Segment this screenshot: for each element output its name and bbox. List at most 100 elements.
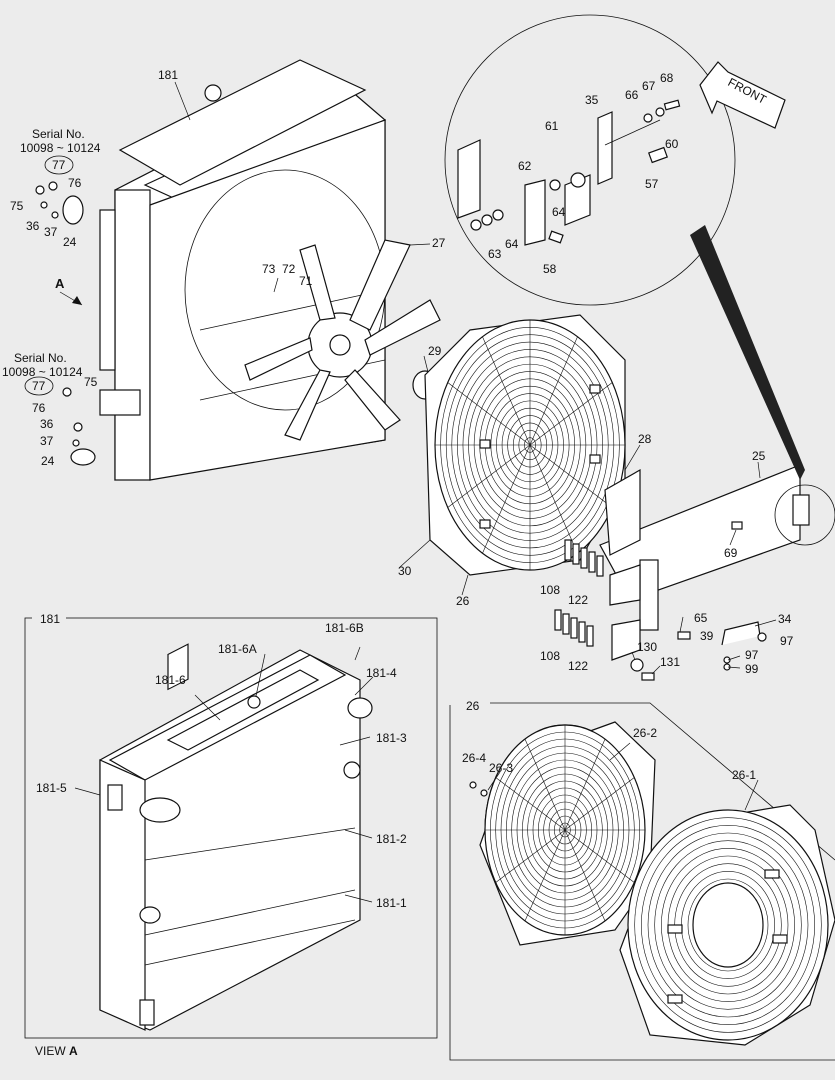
label-75-a: 75 bbox=[10, 199, 24, 213]
label-24-b: 24 bbox=[41, 454, 55, 468]
label-76-b: 76 bbox=[32, 401, 46, 415]
label-181: 181 bbox=[158, 68, 178, 82]
leader-lines bbox=[74, 81, 777, 903]
label-64-a: 64 bbox=[552, 205, 566, 219]
detail-circle bbox=[444, 14, 805, 480]
label-108-a: 108 bbox=[540, 583, 560, 597]
label-181-6: 181-6 bbox=[155, 673, 186, 687]
label-181-6B: 181-6B bbox=[325, 621, 364, 635]
label-62: 62 bbox=[518, 159, 532, 173]
label-181-1: 181-1 bbox=[376, 896, 407, 910]
view-a-frame-label: 181 bbox=[40, 612, 60, 626]
fan-assembly bbox=[244, 239, 441, 441]
label-37-b: 37 bbox=[40, 434, 54, 448]
label-75-b: 75 bbox=[84, 375, 98, 389]
label-122-a: 122 bbox=[568, 593, 588, 607]
grille-spoke bbox=[482, 444, 531, 554]
view-a-frame bbox=[24, 612, 438, 1039]
label-63: 63 bbox=[488, 247, 502, 261]
grille-spoke bbox=[564, 829, 635, 883]
label-65: 65 bbox=[694, 611, 708, 625]
label-72: 72 bbox=[282, 262, 296, 276]
label-36-a: 36 bbox=[26, 219, 40, 233]
label-26-3: 26-3 bbox=[489, 761, 513, 775]
label-181-5: 181-5 bbox=[36, 781, 67, 795]
label-181-2: 181-2 bbox=[376, 832, 407, 846]
label-97-a: 97 bbox=[780, 634, 794, 648]
grille-ring bbox=[634, 817, 822, 1033]
detail-26-frame-label: 26 bbox=[466, 699, 480, 713]
grille-spoke bbox=[495, 777, 566, 831]
label-108-b: 108 bbox=[540, 649, 560, 663]
label-30: 30 bbox=[398, 564, 412, 578]
label-67: 67 bbox=[642, 79, 656, 93]
front-arrow: FRONT bbox=[699, 61, 786, 129]
label-26-4: 26-4 bbox=[462, 751, 486, 765]
fasteners-left bbox=[35, 181, 141, 466]
label-71: 71 bbox=[299, 274, 313, 288]
label-61: 61 bbox=[545, 119, 559, 133]
grille-ring bbox=[687, 878, 769, 972]
label-181-4: 181-4 bbox=[366, 666, 397, 680]
grille-spoke bbox=[495, 829, 566, 883]
label-97-b: 97 bbox=[745, 648, 759, 662]
label-36-b: 36 bbox=[40, 417, 54, 431]
label-99: 99 bbox=[745, 662, 759, 676]
label-77-a: 77 bbox=[52, 158, 66, 172]
label-60: 60 bbox=[665, 137, 679, 151]
label-73: 73 bbox=[262, 262, 276, 276]
label-68: 68 bbox=[660, 71, 674, 85]
serial-range-2: 10098 ~ 10124 bbox=[2, 365, 83, 379]
fan-guard-26 bbox=[424, 314, 626, 576]
grille-spoke bbox=[564, 777, 635, 831]
arrow-a-label: A bbox=[55, 276, 65, 291]
label-77-b: 77 bbox=[32, 379, 46, 393]
hardware-bottom-right bbox=[630, 521, 767, 681]
clips-108-122 bbox=[554, 539, 604, 647]
label-69: 69 bbox=[724, 546, 738, 560]
label-34: 34 bbox=[778, 612, 792, 626]
grille-ring bbox=[654, 840, 802, 1010]
grille-spoke bbox=[482, 336, 531, 446]
label-181-6A: 181-6A bbox=[218, 642, 257, 656]
grille-spoke bbox=[564, 738, 606, 831]
label-76-a: 76 bbox=[68, 176, 82, 190]
label-37-a: 37 bbox=[44, 225, 58, 239]
label-26: 26 bbox=[456, 594, 470, 608]
label-28: 28 bbox=[638, 432, 652, 446]
label-122-b: 122 bbox=[568, 659, 588, 673]
label-26-2: 26-2 bbox=[633, 726, 657, 740]
label-66: 66 bbox=[625, 88, 639, 102]
label-24-a: 24 bbox=[63, 235, 77, 249]
grille-spoke bbox=[529, 444, 578, 554]
serial-label-2: Serial No. bbox=[14, 351, 67, 365]
label-64-b: 64 bbox=[505, 237, 519, 251]
detail-26-frame bbox=[449, 702, 835, 1061]
radiator-assembly bbox=[99, 59, 387, 481]
grille-spoke bbox=[447, 444, 531, 508]
serial-label-1: Serial No. bbox=[32, 127, 85, 141]
grille-spoke bbox=[447, 382, 531, 446]
label-29: 29 bbox=[428, 344, 442, 358]
label-181-3: 181-3 bbox=[376, 731, 407, 745]
grille-ring bbox=[647, 832, 809, 1018]
label-27: 27 bbox=[432, 236, 446, 250]
hinge-detail bbox=[774, 484, 835, 546]
label-130: 130 bbox=[637, 640, 657, 654]
grille-spoke bbox=[524, 738, 566, 831]
part-number-labels: 181 27 73 72 71 29 28 25 69 30 26 108 12… bbox=[10, 68, 794, 910]
grille-spoke bbox=[524, 829, 566, 922]
label-39: 39 bbox=[700, 629, 714, 643]
label-58: 58 bbox=[543, 262, 557, 276]
bracket-25 bbox=[599, 464, 801, 661]
grille-spoke bbox=[529, 444, 613, 508]
label-26-1: 26-1 bbox=[732, 768, 756, 782]
label-131: 131 bbox=[660, 655, 680, 669]
view-a-title: VIEW A bbox=[35, 1044, 78, 1058]
grille-spoke bbox=[529, 336, 578, 446]
label-57: 57 bbox=[645, 177, 659, 191]
label-35: 35 bbox=[585, 93, 599, 107]
serial-range-1: 10098 ~ 10124 bbox=[20, 141, 101, 155]
